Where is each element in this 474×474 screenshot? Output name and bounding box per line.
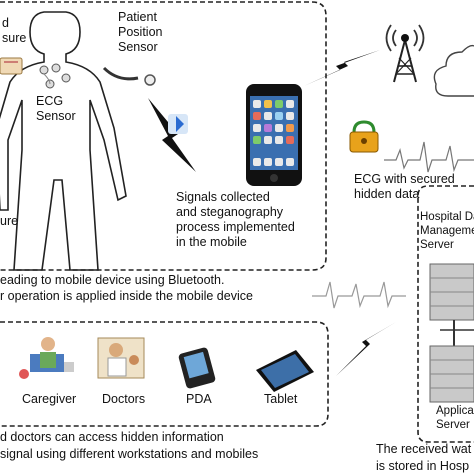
ecg-sensor-label: ECG Sensor <box>36 94 76 124</box>
bluetooth-lightning-icon <box>148 98 196 172</box>
phone-desc-line-1: Signals collected <box>176 190 270 204</box>
pda-icon <box>178 347 216 389</box>
tablet-icon <box>256 350 314 392</box>
server-bottom-line-2: Server <box>436 419 470 431</box>
pressure-sensor-icon <box>0 57 23 75</box>
server-top-line-2: Manageme <box>420 225 474 237</box>
storage-note-line-1: The received wat <box>376 442 472 456</box>
pressure-line-2: sure <box>2 31 27 45</box>
application-server-label: Applica Server <box>436 404 474 432</box>
bluetooth-note: eading to mobile device using Bluetooth.… <box>0 273 253 304</box>
hospital-server-label: Hospital Dat Manageme Server <box>420 210 474 252</box>
tablet-label: Tablet <box>264 392 298 406</box>
mobile-phone-icon <box>246 84 302 186</box>
phone-tower-lightning-icon <box>304 50 380 86</box>
server-top-line-3: Server <box>420 239 454 251</box>
ecg-trace-lower <box>312 281 406 309</box>
devices-box-border <box>0 321 329 427</box>
pressure-line-1: d <box>2 16 9 30</box>
storage-note: The received wat is stored in Hosp <box>376 442 471 474</box>
patient-position-sensor-label: Patient Position Sensor <box>118 10 162 55</box>
position-sensor-icon <box>102 66 156 86</box>
pda-label: PDA <box>186 392 212 406</box>
patient-position-line-1: Patient <box>118 10 157 24</box>
ecg-secured-label: ECG with secured hidden data <box>354 172 455 202</box>
cloud-icon <box>433 44 474 97</box>
ecg-line-1: ECG <box>36 94 64 108</box>
caregiver-icon <box>19 337 74 379</box>
doctors-label: Doctors <box>102 392 146 406</box>
server-top-line-1: Hospital Dat <box>420 211 474 223</box>
doctors-icon <box>97 337 145 379</box>
bluetooth-icon <box>168 114 188 134</box>
access-note-line-1: d doctors can access hidden information <box>0 430 224 444</box>
caregiver-label: Caregiver <box>22 392 77 406</box>
lock-icon <box>349 120 379 153</box>
ecg-secured-line-1: ECG with secured <box>354 172 455 186</box>
ecg-trace-upper <box>384 141 474 173</box>
bluetooth-note-line-2: r operation is applied inside the mobile… <box>0 289 253 303</box>
bluetooth-note-line-1: eading to mobile device using Bluetooth. <box>0 273 225 287</box>
human-body-outline <box>0 11 127 271</box>
phone-desc-line-3: process implemented <box>176 220 295 234</box>
patient-position-line-3: Sensor <box>118 40 158 54</box>
server-bottom-line-1: Applica <box>436 405 474 417</box>
server-devices-lightning-icon <box>336 322 396 376</box>
server-box-border <box>417 185 474 443</box>
ecg-sensor-icon <box>39 63 71 89</box>
patient-position-line-2: Position <box>118 25 163 39</box>
ecg-secured-line-2: hidden data <box>354 187 420 201</box>
phone-process-description: Signals collected and steganography proc… <box>176 190 295 250</box>
temperature-sensor-label: ure <box>0 214 19 228</box>
phone-desc-line-4: in the mobile <box>176 235 247 249</box>
pressure-sensor-label: d sure <box>2 16 26 46</box>
server-rack-icon <box>429 263 474 403</box>
access-note-line-2: signal using different workstations and … <box>0 447 259 461</box>
radio-tower-icon <box>385 24 425 83</box>
storage-note-line-2: is stored in Hosp <box>376 459 470 473</box>
access-note: d doctors can access hidden information … <box>0 430 258 462</box>
phone-desc-line-2: and steganography <box>176 205 284 219</box>
ecg-line-2: Sensor <box>36 109 76 123</box>
